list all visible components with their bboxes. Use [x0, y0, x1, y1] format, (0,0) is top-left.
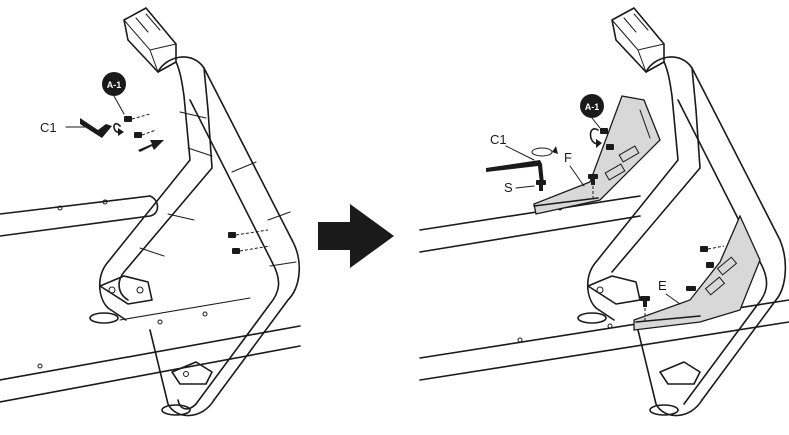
part-badge-left — [102, 72, 126, 96]
part-badge-text-left: A-1 — [107, 80, 122, 90]
right-annotations: A-1 C1 F S E — [486, 94, 725, 322]
hex-key-icon-right — [486, 160, 544, 184]
insert-arrow-icon — [138, 140, 164, 152]
tool-label-left: C1 — [40, 120, 57, 135]
bracket-top-label: F — [564, 150, 572, 165]
bracket-e — [633, 214, 761, 331]
part-badge-right — [580, 94, 604, 118]
frame-after — [419, 7, 789, 417]
part-badge-text-right: A-1 — [585, 102, 600, 112]
screw-label: S — [504, 180, 513, 195]
bracket-f — [533, 95, 661, 215]
tool-label-right: C1 — [490, 132, 507, 147]
frame-before — [0, 7, 301, 417]
right-arrow-icon — [318, 204, 394, 268]
hex-key-icon — [80, 118, 112, 138]
left-annotations: C1 A-1 — [40, 72, 271, 254]
bracket-bottom-label: E — [658, 278, 667, 293]
